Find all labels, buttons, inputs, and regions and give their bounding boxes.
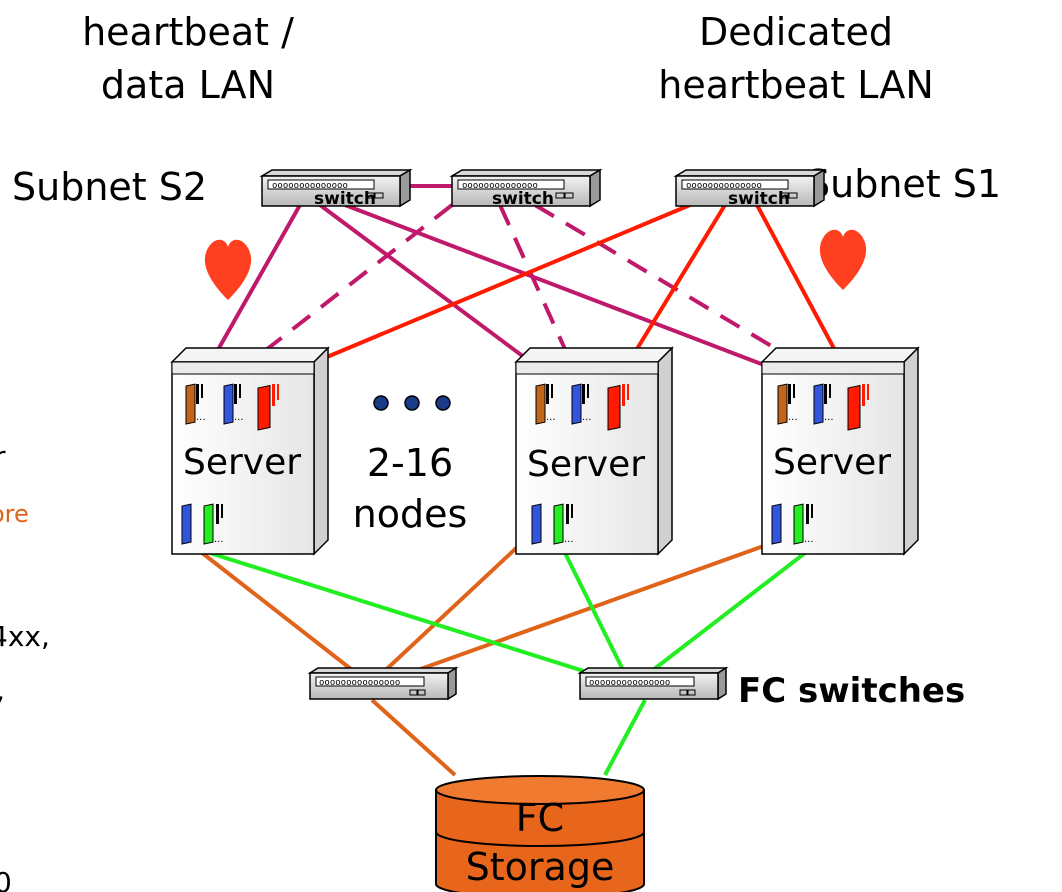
heart-icon (819, 229, 867, 290)
hba-green-icon: ... (203, 503, 224, 545)
svg-text:oooooooooooooo: oooooooooooooo (272, 181, 348, 191)
dashed-link-server3 (533, 203, 827, 380)
svg-text:...: ... (564, 534, 574, 545)
fc-orange-server1 (181, 536, 367, 682)
server-label: Server (527, 444, 645, 485)
svg-text:...: ... (788, 412, 798, 423)
node-count-range: 2-16 (367, 441, 453, 485)
left-fragment-2: ore (0, 500, 29, 528)
hba-blue-icon (771, 503, 782, 545)
svg-text:...: ... (214, 534, 224, 545)
left-fragment-5: 0 (0, 866, 12, 892)
switch-label: switch (728, 189, 790, 209)
svg-text:...: ... (196, 412, 206, 423)
left-fragment-3: 4xx, (0, 620, 50, 653)
svg-text:...: ... (804, 534, 814, 545)
hba-green-icon: ... (553, 503, 574, 545)
heart-icon (204, 239, 252, 300)
fc-green-server3 (638, 551, 807, 682)
hba-green-icon: ... (793, 503, 814, 545)
link-s2-server1 (213, 204, 302, 356)
switch-subnet-s2: oooooooooooooo switch (259, 168, 413, 209)
nic-blue-icon: ... (571, 383, 592, 425)
switch-label: switch (314, 189, 376, 209)
fc-storage (435, 775, 645, 892)
fc-green-server2 (563, 552, 630, 681)
nic-brown-icon: ... (777, 383, 798, 425)
storage-label-bottom: Storage (466, 845, 615, 889)
storage-label-top: FC (516, 796, 564, 840)
svg-text:ooooooooooooooo: ooooooooooooooo (589, 678, 670, 688)
fc-switch-right: ooooooooooooooo (577, 666, 729, 701)
svg-text:oooooooooooooo: oooooooooooooo (686, 181, 762, 191)
fc-links (181, 536, 807, 777)
switch-subnet-s1: oooooooooooooo switch (673, 168, 827, 209)
nic-red-icon (257, 384, 279, 431)
title-dedicated-line1: Dedicated (699, 10, 893, 54)
svg-text:...: ... (824, 412, 834, 423)
nic-blue-icon: ... (813, 383, 834, 425)
fc-switches-label: FC switches (738, 671, 965, 711)
svg-text:ooooooooooooooo: ooooooooooooooo (319, 678, 400, 688)
ellipsis-icon (373, 395, 451, 411)
nic-brown-icon: ... (535, 383, 556, 425)
svg-text:...: ... (582, 412, 592, 423)
svg-text:...: ... (546, 412, 556, 423)
server-label: Server (773, 442, 891, 483)
hba-blue-icon (181, 503, 192, 545)
title-heartbeat-data-line2: data LAN (101, 63, 275, 107)
svg-text:oooooooooooooo: oooooooooooooo (462, 181, 538, 191)
fc-green-storage (603, 699, 647, 776)
link-s1-server1 (271, 203, 691, 382)
switch-middle: oooooooooooooo switch (449, 168, 603, 209)
nic-red-icon (607, 384, 629, 431)
server-label: Server (183, 442, 301, 483)
fc-orange-server2 (373, 536, 529, 682)
switch-label: switch (492, 189, 554, 209)
fc-green-server1 (209, 551, 613, 682)
subnet-s1-label: Subnet S1 (806, 162, 1001, 206)
server-1: ... ... Server ... (170, 346, 330, 556)
nic-brown-icon: ... (185, 383, 206, 425)
node-count-label: nodes (353, 492, 468, 536)
fc-orange-storage (370, 698, 457, 777)
fc-orange-server3 (389, 541, 773, 682)
title-dedicated-line2: heartbeat LAN (658, 63, 934, 107)
link-s2-server3 (344, 203, 799, 380)
title-heartbeat-data-line1: heartbeat / (82, 10, 294, 54)
nic-blue-icon: ... (223, 383, 244, 425)
server-2: ... ... Server ... (514, 346, 674, 556)
hba-blue-icon (531, 503, 542, 545)
fc-switch-left: ooooooooooooooo (307, 666, 459, 701)
nic-red-icon (847, 384, 869, 431)
link-s2-server2 (318, 203, 554, 380)
left-fragment-4: , (0, 674, 5, 707)
svg-text:...: ... (234, 412, 244, 423)
left-fragment-1: r (0, 440, 6, 473)
server-3: ... ... Server ... (760, 346, 920, 556)
subnet-s2-label: Subnet S2 (12, 165, 207, 209)
